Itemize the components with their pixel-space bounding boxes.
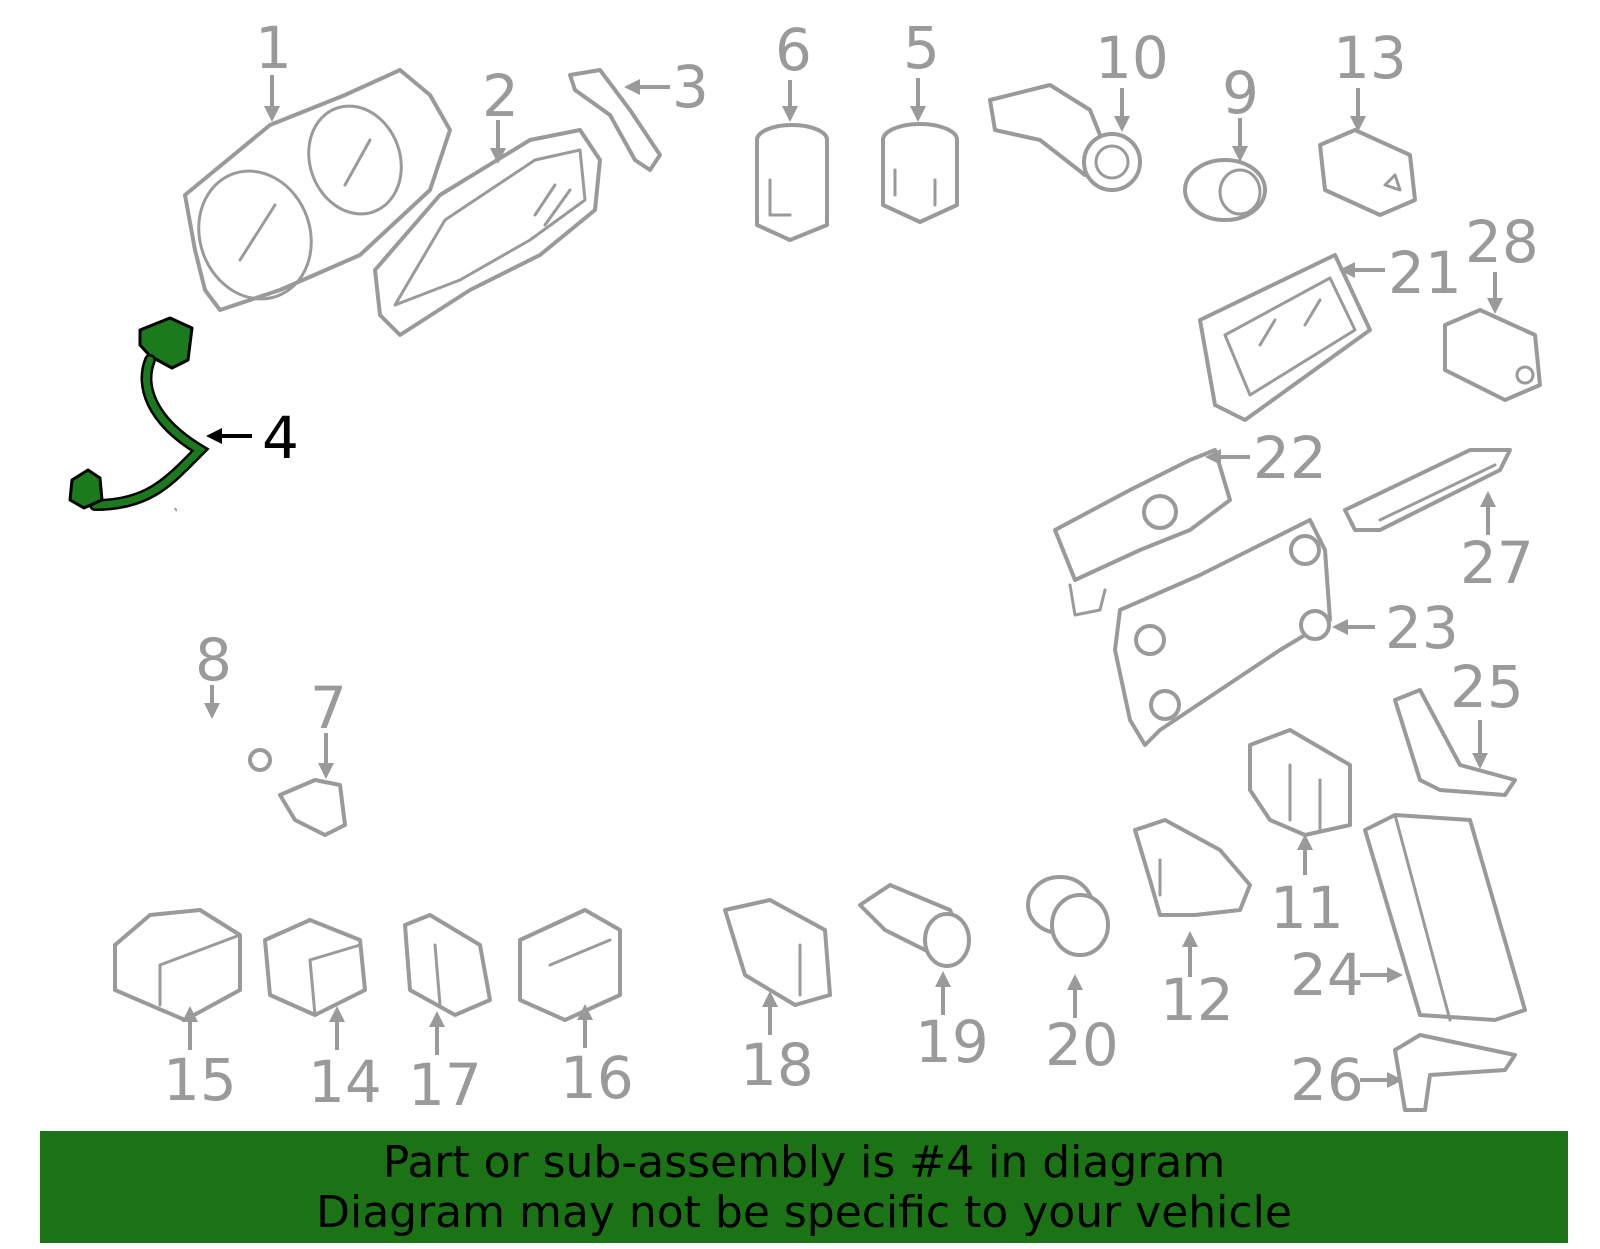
- callout-13: 13: [1333, 24, 1407, 92]
- part-13-switch[interactable]: [1318, 128, 1417, 217]
- callout-arrows: [182, 75, 1503, 1088]
- callout-5: 5: [903, 14, 940, 82]
- part-6-switch[interactable]: [755, 123, 829, 242]
- part-28-switch[interactable]: [1443, 308, 1542, 402]
- part-17-switch[interactable]: [403, 913, 492, 1017]
- banner-line-2: Diagram may not be specific to your vehi…: [316, 1187, 1292, 1238]
- callout-20: 20: [1045, 1011, 1119, 1079]
- part-14-switch[interactable]: [263, 918, 367, 1017]
- part-7-sensor[interactable]: [278, 778, 347, 837]
- callout-12: 12: [1160, 966, 1234, 1034]
- banner-line-1: Part or sub-assembly is #4 in diagram: [382, 1137, 1226, 1188]
- part-3-bracket[interactable]: [568, 68, 662, 172]
- callout-22: 22: [1253, 424, 1327, 492]
- callout-7: 7: [310, 674, 347, 742]
- part-23-control-unit[interactable]: [1113, 518, 1332, 747]
- callout-27: 27: [1460, 529, 1534, 597]
- part-9-knob[interactable]: [1183, 158, 1267, 222]
- part-15-switch[interactable]: [113, 908, 242, 1022]
- callout-25: 25: [1450, 653, 1524, 721]
- part-16-switch[interactable]: [518, 908, 622, 1022]
- part-8-tube[interactable]: [59, 502, 272, 777]
- callout-17: 17: [408, 1051, 482, 1119]
- callout-9: 9: [1222, 59, 1259, 127]
- callout-2: 2: [482, 62, 519, 130]
- callout-26: 26: [1290, 1046, 1364, 1114]
- callout-11: 11: [1270, 874, 1344, 942]
- part-5-switch[interactable]: [881, 122, 959, 224]
- callout-4: 4: [262, 404, 299, 472]
- callout-18: 18: [740, 1031, 814, 1099]
- callout-6: 6: [775, 16, 812, 84]
- part-10-ignition[interactable]: [988, 83, 1142, 192]
- callout-15: 15: [163, 1046, 237, 1114]
- callout-23: 23: [1385, 594, 1459, 662]
- callout-16: 16: [560, 1044, 634, 1112]
- callout-21: 21: [1388, 239, 1462, 307]
- part-11-relay[interactable]: [1248, 728, 1352, 837]
- part-12-sensor[interactable]: [1133, 818, 1252, 917]
- info-banner: Part or sub-assembly is #4 in diagram Di…: [40, 1131, 1568, 1243]
- callout-1: 1: [255, 14, 292, 82]
- part-20-socket[interactable]: [1026, 875, 1110, 957]
- callout-8: 8: [195, 626, 232, 694]
- part-26-bracket[interactable]: [1393, 1033, 1517, 1112]
- callout-3: 3: [672, 53, 709, 121]
- callout-labels: 1 2 3 4 5 6 7 8 9 10 11 12 13 14 15 16 1…: [163, 14, 1539, 1119]
- callout-19: 19: [915, 1008, 989, 1076]
- part-25-bracket[interactable]: [1393, 688, 1517, 797]
- part-4-wiring-harness[interactable]: [68, 316, 210, 511]
- part-19-lighter[interactable]: [858, 883, 971, 968]
- part-24-module[interactable]: [1363, 813, 1527, 1022]
- part-1-cluster-housing[interactable]: [181, 68, 452, 315]
- part-21-display[interactable]: [1198, 253, 1372, 422]
- part-27-module[interactable]: [1343, 448, 1512, 532]
- callout-28: 28: [1465, 208, 1539, 276]
- callout-14: 14: [308, 1048, 382, 1116]
- part-18-switch[interactable]: [723, 898, 832, 1007]
- callout-10: 10: [1095, 24, 1169, 92]
- callout-24: 24: [1290, 941, 1364, 1009]
- part-22-control-panel[interactable]: [1053, 448, 1232, 617]
